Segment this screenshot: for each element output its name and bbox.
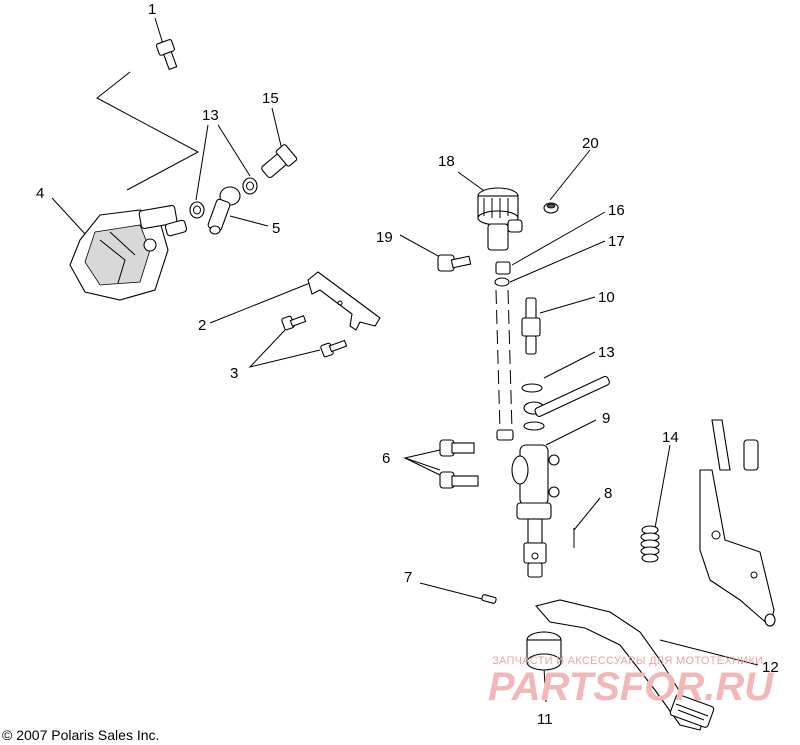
- hose-clip: [496, 429, 514, 441]
- callout-6: 6: [382, 450, 390, 467]
- banjo-bolt-part-15: [261, 144, 298, 179]
- brake-hose: [495, 289, 513, 431]
- callout-14: 14: [662, 429, 679, 446]
- callout-8: 8: [604, 485, 612, 502]
- washer-part-20: [543, 202, 559, 214]
- callout-4: 4: [36, 185, 44, 202]
- bushing-part-11: [526, 631, 562, 671]
- brake-caliper-part-4: [69, 204, 188, 301]
- washer-part-13a: [189, 177, 258, 219]
- pushrod-part-10: [521, 297, 541, 355]
- bolts-part-3: [281, 315, 348, 358]
- callout-2: 2: [198, 317, 206, 334]
- callout-13b: 13: [598, 344, 615, 361]
- watermark-big-text: PARTSFOR.RU: [488, 665, 774, 709]
- clip-part-17: [494, 277, 510, 287]
- callout-13a: 13: [202, 107, 219, 124]
- watermark-small-text: ЗАПЧАСТИ И АКСЕССУАРЫ ДЛЯ МОТОТЕХНИКИ: [492, 655, 763, 667]
- callout-5: 5: [272, 220, 280, 237]
- callout-3: 3: [230, 365, 238, 382]
- callout-20: 20: [582, 135, 599, 152]
- bolts-part-6: [439, 439, 479, 489]
- callout-17: 17: [608, 233, 625, 250]
- fitting-part-13b: [521, 375, 610, 431]
- callout-11: 11: [537, 711, 553, 728]
- callout-18: 18: [438, 153, 455, 170]
- brake-pedal-part-12: [534, 599, 715, 731]
- frame-section: [699, 419, 776, 628]
- callout-labels: 1 2 3 4 5 6 7 8 9 10 11 12 13 13 14 15 1…: [36, 1, 779, 728]
- fitting-part-16: [495, 261, 511, 275]
- clevis-pin-part-7: [481, 594, 497, 604]
- master-cylinder-part-9: [511, 444, 560, 578]
- watermark: ЗАПЧАСТИ И АКСЕССУАРЫ ДЛЯ МОТОТЕХНИКИ PA…: [488, 655, 774, 709]
- reservoir-part-18: [477, 187, 523, 251]
- bolt-part-19: [437, 254, 472, 272]
- callout-12: 12: [762, 659, 779, 676]
- leader-lines: [51, 17, 759, 703]
- banjo-fitting-part-5: [207, 186, 241, 235]
- copyright-text: © 2007 Polaris Sales Inc.: [2, 727, 160, 743]
- callout-16: 16: [608, 202, 625, 219]
- callout-10: 10: [598, 289, 615, 306]
- callout-7: 7: [404, 569, 412, 586]
- callout-15: 15: [262, 90, 279, 107]
- spring-part-14: [640, 525, 660, 563]
- callout-19: 19: [376, 229, 393, 246]
- callout-1: 1: [148, 1, 156, 18]
- bracket-part-2: [307, 271, 381, 331]
- callout-9: 9: [602, 410, 610, 427]
- bolt-part-1: [155, 39, 178, 71]
